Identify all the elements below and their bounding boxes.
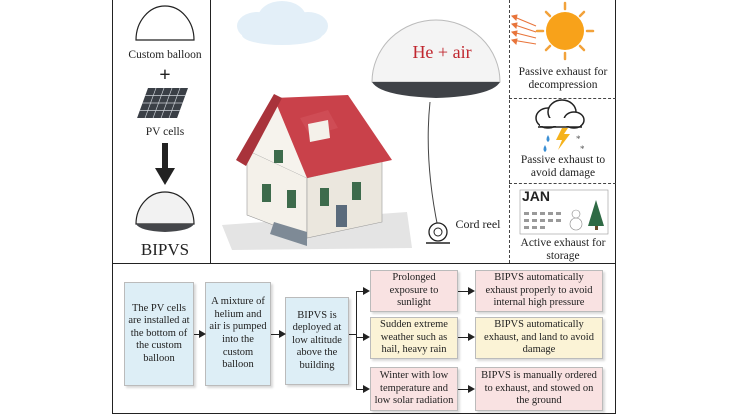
result-exhaust-pressure: BIPVS automatically exhaust properly to … — [475, 270, 603, 312]
arrow-to-cond1 — [356, 287, 370, 295]
house-balloon-illustration — [222, 1, 501, 250]
balloon-gas-label: He + air — [412, 42, 472, 62]
passive-decompression-label: Passive exhaust for decompression — [518, 66, 608, 92]
left-column-illustrations — [135, 5, 195, 232]
down-arrow-icon — [155, 143, 175, 185]
christmas-tree-icon — [588, 200, 604, 226]
right-row-divider-2 — [509, 183, 616, 184]
branch-stem — [349, 334, 356, 335]
sun-rays-arrows-icon — [510, 14, 537, 46]
snowman-icon — [569, 209, 583, 231]
cord-reel-icon — [426, 222, 450, 244]
arrow-cond1-to-res1 — [458, 287, 475, 295]
arrow-cond2-to-res2 — [458, 333, 475, 341]
branch-spine — [356, 291, 357, 389]
tether-cord-icon — [427, 101, 439, 229]
bipvs-label: BIPVS — [140, 240, 190, 259]
calendar-month: JAN — [522, 188, 551, 204]
custom-balloon-icon — [135, 5, 195, 41]
cloud-icon — [237, 1, 328, 45]
flow-step-install-pv: The PV cells are installed at the bottom… — [124, 282, 194, 386]
right-row-divider-1 — [509, 98, 616, 99]
flow-step-deploy: BIPVS is deployed at low altitude above … — [285, 297, 349, 385]
flow-step-pump-gas: A mixture of helium and air is pumped in… — [205, 282, 271, 386]
pv-cells-icon — [137, 88, 188, 118]
cord-reel-label: Cord reel — [455, 217, 501, 231]
result-manual-stow: BIPVS is manually ordered to exhaust, an… — [475, 367, 603, 411]
passive-damage-label: Passive exhaust to avoid damage — [520, 154, 606, 180]
pv-cells-label: PV cells — [145, 126, 185, 138]
arrow-step2-to-step3 — [271, 330, 286, 338]
arrow-to-cond3 — [356, 385, 370, 393]
storm-cloud-icon: * * — [535, 99, 585, 154]
arrow-step1-to-step2 — [194, 330, 206, 338]
condition-sunlight: Prolonged exposure to sunlight — [370, 270, 458, 312]
calendar-icon — [519, 189, 609, 235]
right-column-divider — [509, 0, 510, 263]
sun-icon — [535, 1, 595, 61]
condition-extreme-weather: Sudden extreme weather such as hail, hea… — [370, 317, 458, 359]
house-icon — [236, 94, 392, 246]
bipvs-balloon-icon — [135, 191, 195, 232]
plus-sign: + — [159, 64, 171, 86]
active-storage-label: Active exhaust for storage — [520, 237, 606, 263]
result-exhaust-land: BIPVS automatically exhaust, and land to… — [475, 317, 603, 359]
arrow-to-cond2 — [356, 333, 370, 341]
custom-balloon-label: Custom balloon — [128, 49, 202, 61]
condition-winter: Winter with low temperature and low sola… — [370, 367, 458, 411]
svg-text:*: * — [580, 144, 585, 154]
right-panel-icons: * * — [510, 1, 609, 235]
svg-text:*: * — [576, 134, 581, 144]
he-air-balloon-icon — [371, 19, 501, 98]
figure-frame — [112, 0, 616, 414]
arrow-cond3-to-res3 — [458, 385, 475, 393]
section-divider — [112, 263, 616, 264]
left-column-divider — [210, 0, 211, 263]
